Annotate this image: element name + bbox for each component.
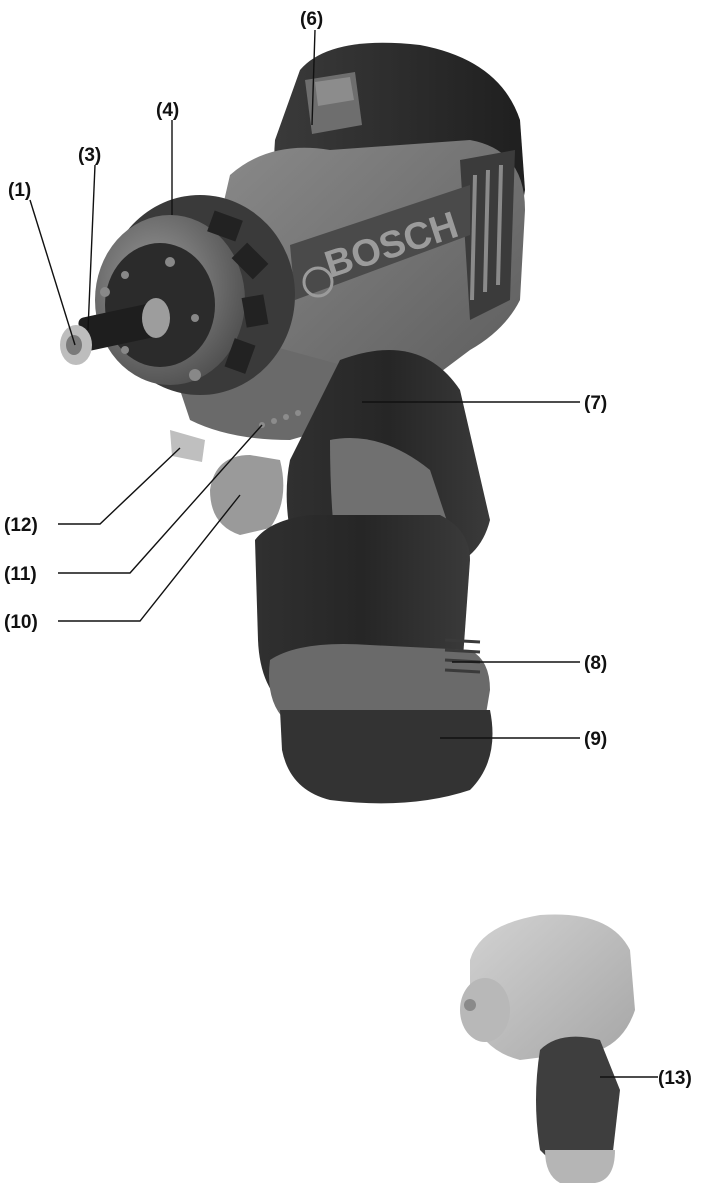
callout-9: (9)	[584, 729, 607, 750]
battery-release-band	[269, 644, 490, 720]
callout-6: (6)	[300, 9, 323, 30]
work-light	[170, 430, 205, 462]
screwdriver-main: BOSCH	[60, 42, 525, 804]
small-chuck	[460, 978, 510, 1042]
bit-holder-head	[95, 195, 295, 395]
vent-grille	[460, 150, 515, 320]
callout-7: (7)	[584, 393, 607, 414]
callout-12: (12)	[4, 515, 38, 536]
callout-1: (1)	[8, 180, 31, 201]
screwdriver-small: (13)	[460, 914, 692, 1183]
callout-8: (8)	[584, 653, 607, 674]
callout-4: (4)	[156, 100, 179, 121]
callout-13: (13)	[658, 1068, 692, 1089]
rotation-switch-ridge	[315, 77, 354, 106]
small-grip	[536, 1036, 620, 1172]
brand-logo-icon	[302, 266, 334, 298]
callout-3: (3)	[78, 145, 101, 166]
small-battery	[545, 1150, 615, 1183]
callouts-main: (1) (3) (4) (6) (7) (8) (9) (12) (11) (1…	[4, 9, 607, 750]
brand-band	[290, 185, 470, 300]
callout-10: (10)	[4, 612, 38, 633]
charge-indicator	[259, 410, 301, 428]
small-body	[470, 914, 635, 1060]
on-off-trigger	[210, 455, 284, 535]
spindle-collar	[142, 298, 170, 338]
battery-pack	[280, 710, 493, 804]
battery-ribs	[444, 638, 481, 674]
spindle-shaft	[78, 303, 162, 351]
callout-11: (11)	[4, 564, 37, 585]
